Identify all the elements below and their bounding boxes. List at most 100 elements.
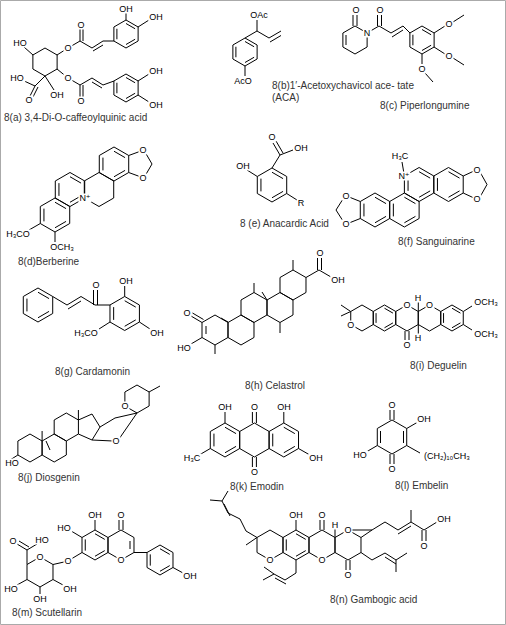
- atom-label: O: [267, 133, 276, 142]
- atom-label: H: [331, 521, 340, 530]
- atom-label: O: [116, 511, 125, 520]
- figure-caption: 8(l) Embelin: [395, 480, 448, 492]
- sanguinarine-structure: [336, 162, 487, 223]
- atom-label: OH: [148, 101, 164, 110]
- atom-label: O: [375, 6, 384, 15]
- atom-label: O: [425, 301, 434, 310]
- embelin-structure: [367, 410, 420, 464]
- atom-label: O: [116, 556, 125, 565]
- atom-label: OH: [118, 277, 134, 286]
- atom-label: O: [402, 301, 411, 310]
- cardamonin-structure: [110, 296, 139, 330]
- acetoxychavicol-acetate-structure: [245, 20, 281, 76]
- embelin-structure: [367, 410, 420, 464]
- emodin-structure: [210, 423, 239, 457]
- atom-label: HO: [3, 585, 19, 594]
- berberine-structure: [29, 151, 152, 242]
- atom-label: O: [120, 402, 129, 411]
- acetoxychavicol-acetate-structure: [233, 20, 281, 76]
- atom-label: O: [265, 556, 274, 565]
- gambogic-acid-structure: [335, 530, 361, 560]
- atom-label: O: [417, 65, 426, 74]
- gambogic-acid-structure: [210, 491, 257, 545]
- atom-label: H₃C: [183, 454, 202, 463]
- figure-caption: 8(a) 3,4-Di-O-caffeoylquinic acid: [4, 112, 147, 124]
- atom-label: O: [63, 74, 72, 83]
- atom-label: O: [317, 556, 326, 565]
- gambogic-acid-structure: [296, 520, 372, 538]
- sanguinarine-structure: [434, 167, 463, 201]
- atom-label: R: [297, 199, 306, 208]
- atom-label: O: [24, 96, 33, 105]
- atom-label: O: [419, 542, 428, 551]
- atom-label: HO: [9, 74, 25, 83]
- atom-label: OH: [276, 403, 292, 412]
- figure-caption: 8(i) Deguelin: [410, 360, 467, 372]
- gambogic-acid-structure: [346, 560, 350, 570]
- atom-label: O: [343, 571, 352, 580]
- figure-caption: 8(d)Berberine: [18, 256, 79, 268]
- atom-label: OH: [149, 329, 165, 338]
- atom-label: OH: [416, 415, 432, 424]
- atom-label: O: [351, 6, 360, 15]
- atom-label: N⁺: [78, 194, 91, 203]
- scutellarin-structure: [17, 520, 183, 594]
- atom-label: H: [414, 294, 423, 303]
- berberine-structure: [99, 147, 128, 181]
- figure-caption: 8(g) Cardamonin: [55, 366, 130, 378]
- scutellarin-structure: [27, 557, 53, 587]
- caffeoylquinic-acid-structure: [33, 48, 57, 76]
- atom-label: O: [182, 309, 191, 318]
- atom-label: HO: [176, 344, 192, 353]
- scutellarin-structure: [82, 530, 108, 560]
- atom-label: AcO: [233, 77, 253, 86]
- atom-label: H₃CO: [5, 230, 31, 239]
- celastrol-structure: [280, 270, 306, 300]
- figure-caption: 8(k) Emodin: [230, 481, 284, 493]
- acetoxychavicol-acetate-structure: [233, 38, 257, 66]
- sanguinarine-structure: [336, 162, 487, 227]
- atom-label: O: [91, 281, 100, 290]
- atom-label: HO: [352, 451, 368, 460]
- atom-label: O: [346, 320, 355, 329]
- caffeoylquinic-acid-structure: [114, 20, 138, 48]
- atom-label: O: [315, 249, 324, 258]
- atom-label: OH: [148, 13, 164, 22]
- atom-label: O: [387, 401, 396, 410]
- figure-caption: 8(h) Celastrol: [245, 380, 305, 392]
- diosgenin-structure: [18, 434, 42, 462]
- atom-label: N: [363, 29, 372, 38]
- diosgenin-structure: [42, 434, 66, 462]
- atom-label: O: [444, 20, 453, 29]
- atom-label: O: [444, 52, 453, 61]
- caffeoylquinic-acid-structure: [138, 74, 149, 102]
- anacardic-acid-structure: [247, 141, 297, 202]
- atom-label: H₃CO: [73, 329, 99, 338]
- deguelin-structure: [373, 305, 396, 331]
- atom-label: O: [341, 220, 350, 229]
- scutellarin-structure: [147, 545, 173, 575]
- emodin-structure: [240, 423, 269, 457]
- celastrol-structure: [267, 293, 293, 323]
- atom-label: H: [414, 334, 423, 343]
- anacardic-acid-structure: [257, 168, 286, 202]
- deguelin-structure: [441, 305, 464, 331]
- cardamonin-structure: [23, 286, 150, 331]
- scutellarin-structure: [53, 520, 183, 573]
- diosgenin-structure: [54, 413, 78, 441]
- atom-label: OCH₃: [473, 298, 499, 307]
- figure-caption: 8(f) Sanguinarine: [398, 236, 475, 248]
- embelin-structure: [377, 420, 406, 454]
- atom-label: O: [8, 537, 17, 546]
- caffeoylquinic-acid-structure: [114, 74, 138, 102]
- celastrol-structure: [191, 258, 331, 354]
- caffeoylquinic-acid-structure: [22, 11, 149, 102]
- piperlongumine-structure: [343, 15, 464, 82]
- atom-label: O: [341, 192, 350, 201]
- atom-label: OH: [148, 67, 164, 76]
- atom-label: O: [138, 146, 147, 155]
- atom-label: OH: [87, 511, 103, 520]
- atom-label: OH: [62, 585, 78, 594]
